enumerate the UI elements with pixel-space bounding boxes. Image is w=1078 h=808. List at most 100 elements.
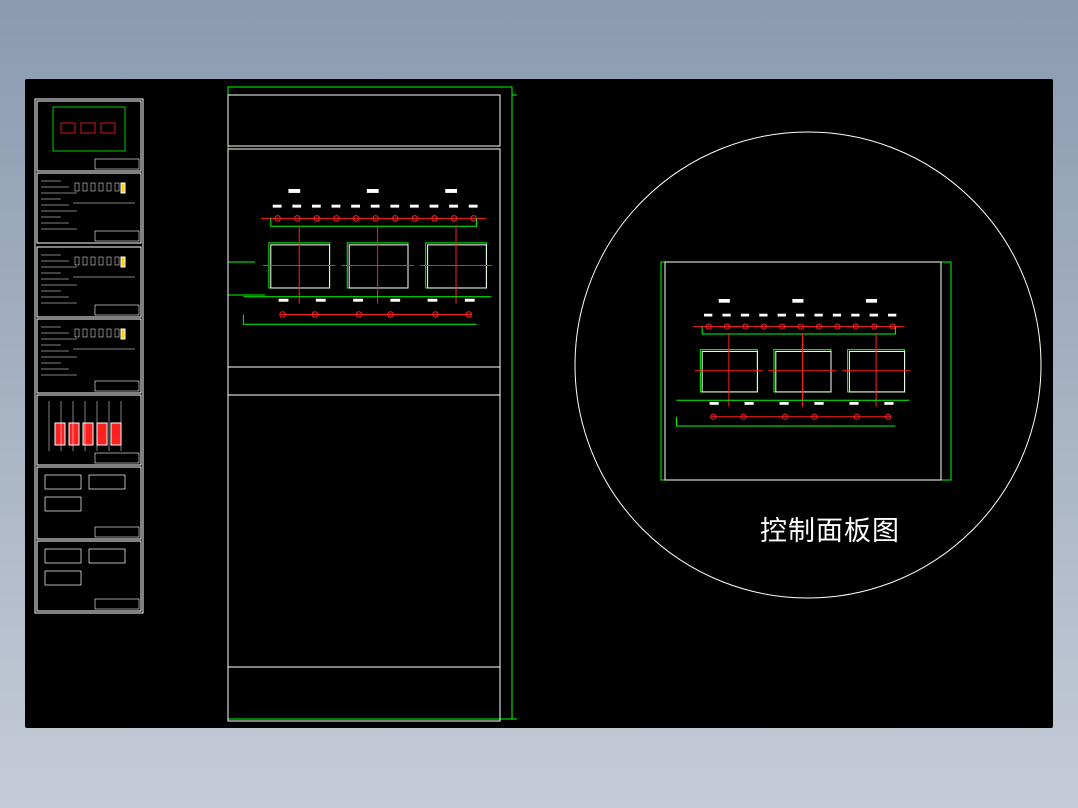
cabinet-body [227, 148, 501, 722]
terminal-label-mark [888, 313, 897, 317]
terminal-label-mark [370, 204, 380, 208]
bottom-terminal-point [387, 311, 394, 318]
terminal-point [705, 323, 712, 330]
thumbnail-marker [120, 328, 126, 340]
terminal-point [333, 215, 340, 222]
thumbnail-red-block [82, 422, 94, 446]
terminal-label-mark [331, 204, 341, 208]
bottom-terminal-point [884, 413, 892, 420]
bottom-terminal-point [740, 413, 747, 420]
bottom-label-mark [278, 298, 289, 302]
terminal-label-mark [832, 313, 842, 317]
thumbnail-red-block [68, 422, 80, 446]
cad-drawing-svg [34, 86, 1042, 722]
meter-box [775, 350, 832, 393]
thumbnail-meter [100, 122, 116, 134]
bottom-terminal-point [710, 413, 717, 420]
bottom-label-mark [814, 402, 824, 405]
top-wiring [701, 326, 896, 335]
terminal-label-mark [449, 204, 458, 208]
terminal-point [294, 215, 301, 222]
thumbnail-box [88, 474, 126, 490]
thumbnail-symbol [98, 256, 104, 266]
group-label-mark [792, 299, 804, 303]
terminal-label-mark [429, 204, 439, 208]
thumbnail-sheet [36, 394, 142, 466]
terminal-point [852, 323, 859, 330]
cad-drawing-area[interactable]: 控制面板图 [25, 79, 1053, 728]
thumbnail-symbol [114, 328, 120, 338]
terminal-label-mark [390, 204, 400, 208]
thumbnail-sheet [36, 100, 142, 172]
thumbnail-border [36, 246, 142, 318]
cabinet-sections [227, 94, 501, 722]
bottom-terminal-point [311, 311, 319, 318]
thumbnail-marker [120, 182, 126, 194]
thumbnail-symbol [90, 328, 96, 338]
thumbnail-symbol [82, 256, 88, 266]
terminal-point [392, 215, 399, 222]
bottom-terminal-point [853, 413, 860, 420]
terminal-label-mark [777, 313, 786, 317]
terminal-label-mark [722, 313, 731, 317]
terminal-point [760, 323, 767, 330]
group-label-mark [288, 189, 301, 193]
terminal-label-mark [759, 313, 768, 317]
detail-view [574, 131, 1042, 599]
thumbnail-sheet [36, 172, 142, 244]
drawing-caption: 控制面板图 [760, 516, 900, 547]
meter-box [270, 244, 331, 289]
thumbnail-box [44, 496, 82, 512]
bottom-label-mark [709, 402, 719, 405]
terminal-label-mark [311, 204, 321, 208]
terminal-label-mark [468, 204, 478, 208]
thumbnail-sheet [36, 318, 142, 394]
terminal-label-mark [351, 204, 360, 208]
terminal-point [411, 215, 419, 222]
bottom-terminal-point [355, 311, 363, 318]
meter-box [848, 350, 906, 393]
terminal-point [723, 323, 731, 330]
terminal-label-mark [409, 204, 419, 208]
thumbnail-meter [60, 122, 76, 134]
thumbnail-red-block [110, 422, 122, 446]
group-label-mark [445, 189, 457, 193]
bottom-terminal-point [465, 311, 473, 318]
detail-panel-border [664, 261, 942, 481]
bottom-label-mark [884, 402, 894, 405]
bottom-terminal-point [781, 413, 789, 420]
terminal-point [815, 323, 823, 330]
thumbnail-symbol [82, 182, 88, 192]
thumbnail-red-block [96, 422, 108, 446]
terminal-point [797, 323, 804, 330]
meter-box [348, 244, 409, 289]
thumbnail-symbol [82, 328, 88, 338]
meter-box [701, 350, 758, 393]
group-label-mark [865, 299, 877, 303]
bottom-label-mark [315, 298, 326, 302]
thumbnail-symbol [106, 256, 112, 266]
terminal-label-mark [292, 204, 302, 208]
terminal-point [871, 323, 878, 330]
bottom-wiring [675, 416, 896, 427]
thumbnail-sheet [36, 466, 142, 540]
thumbnail-symbol [74, 182, 80, 192]
thumbnail-box [88, 548, 126, 564]
thumbnail-meter [80, 122, 96, 134]
thumbnail-border [36, 466, 142, 540]
thumbnail-symbol [98, 328, 104, 338]
terminal-point [313, 215, 321, 222]
thumbnails-border [34, 98, 144, 614]
thumbnail-title-block [94, 526, 140, 538]
terminal-point [779, 323, 786, 330]
bottom-label-mark [390, 298, 401, 302]
thumbnail-red-block [54, 422, 66, 446]
terminal-point [834, 323, 841, 330]
terminal-label-mark [704, 313, 713, 317]
terminal-label-mark [740, 313, 750, 317]
thumbnail-box [44, 570, 82, 586]
bottom-terminal-point [432, 311, 439, 318]
sheet-thumbnails-column [34, 98, 144, 614]
thumbnail-sheet [36, 540, 142, 612]
terminal-point [450, 215, 458, 222]
